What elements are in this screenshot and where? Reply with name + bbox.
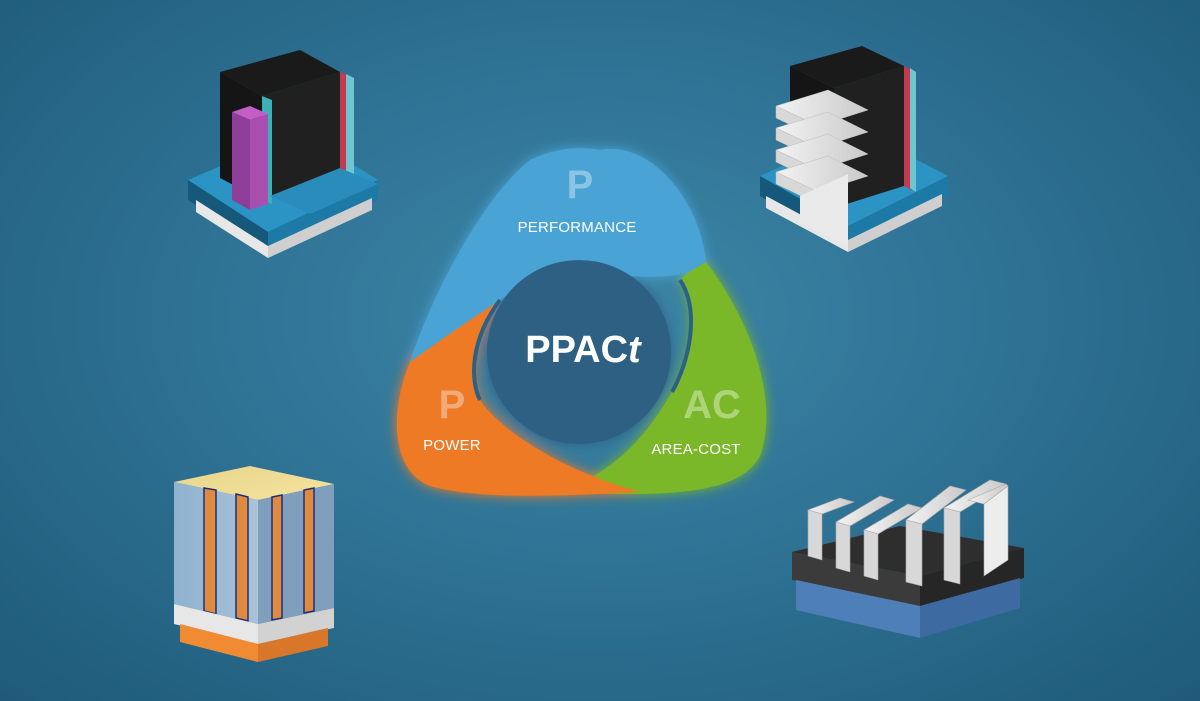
center-circle: [487, 260, 671, 444]
center-title-main: PPAC: [525, 329, 628, 371]
center-title: PPACt: [525, 329, 642, 371]
vertical-memory-stack-icon: [174, 466, 334, 662]
area-cost-label: AREA-COST: [651, 441, 740, 458]
swirl-divider-right: [670, 278, 693, 393]
center-title-italic: t: [628, 329, 642, 371]
performance-label: PERFORMANCE: [518, 219, 637, 236]
ppact-triangle: [396, 148, 767, 496]
swirl-divider-left: [472, 298, 502, 401]
power-letter: P: [439, 383, 466, 427]
area-cost-letters: AC: [683, 383, 741, 427]
gate-all-around-nanosheet-icon: [760, 46, 948, 252]
segment-area-cost: [560, 262, 767, 495]
finfet-transistor-icon: [188, 50, 378, 258]
patterned-fin-array-icon: [792, 479, 1024, 638]
performance-letter: P: [567, 163, 594, 207]
segment-performance: [410, 148, 706, 362]
power-label: POWER: [423, 437, 481, 454]
segment-power: [396, 300, 640, 496]
